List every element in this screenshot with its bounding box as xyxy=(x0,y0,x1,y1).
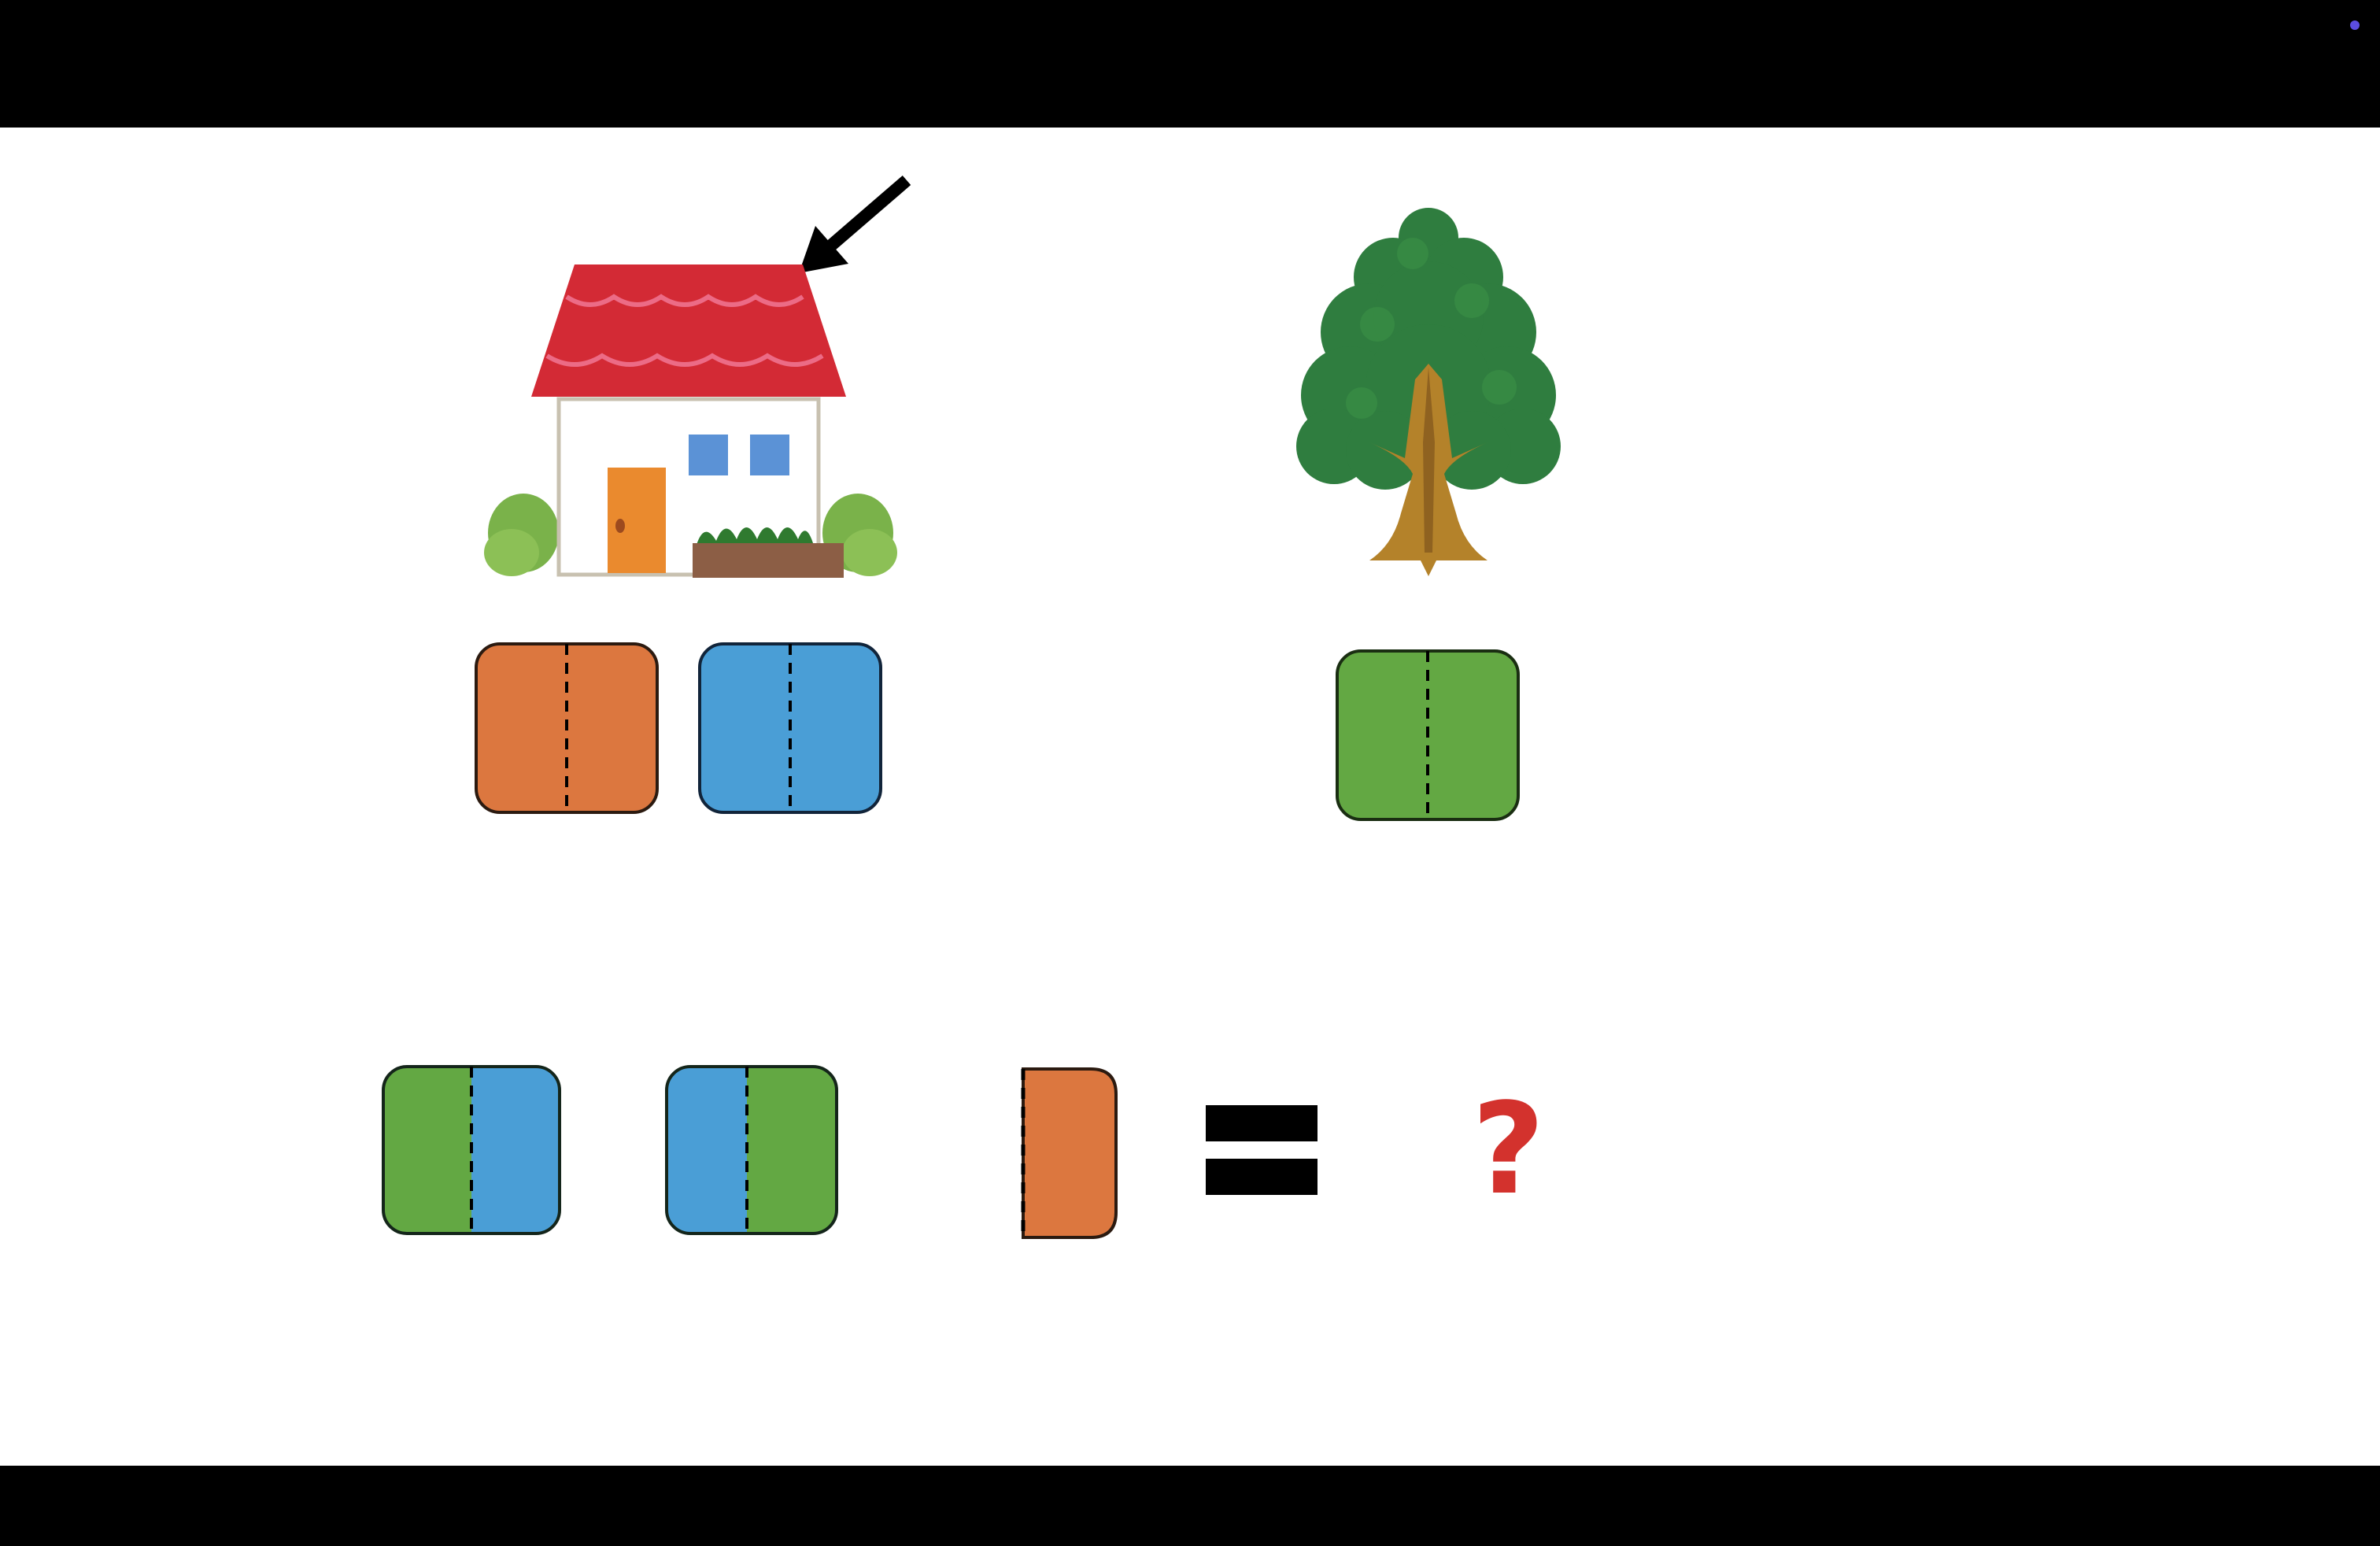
tile-orange-full xyxy=(475,642,659,814)
slide-canvas: ? xyxy=(0,128,2380,1466)
arrow-icon xyxy=(799,175,911,273)
tile-orange-half xyxy=(1021,1067,1118,1239)
house-icon xyxy=(484,264,897,578)
tile-blue-full xyxy=(698,642,882,814)
tile-green-full xyxy=(1336,649,1520,821)
tree-icon xyxy=(1296,208,1561,576)
tile-blue-green xyxy=(665,1065,838,1235)
question-mark: ? xyxy=(1472,1075,1545,1222)
recording-indicator xyxy=(2350,20,2360,30)
equals-icon xyxy=(1206,1105,1318,1195)
tile-green-blue xyxy=(382,1065,561,1235)
